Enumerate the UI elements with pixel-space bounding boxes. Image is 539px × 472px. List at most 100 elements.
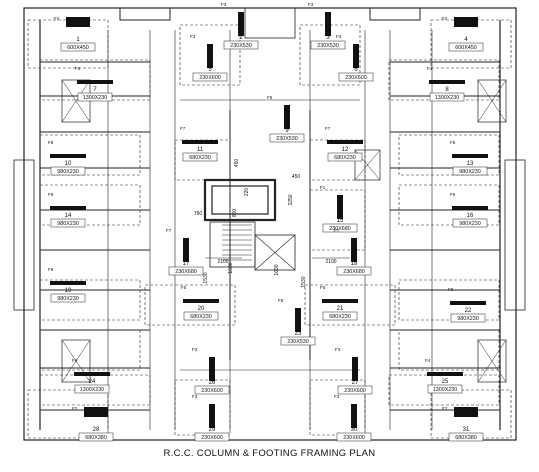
wall-line (254, 234, 296, 271)
column-mark (66, 17, 90, 27)
size-box (280, 336, 316, 346)
dimension-label: 3250 (288, 194, 294, 205)
wall-line (61, 339, 91, 383)
outline-rect (244, 7, 296, 39)
drawing-title: R.C.C. COLUMN & FOOTING FRAMING PLAN (163, 448, 376, 459)
column-number: 5 (208, 67, 212, 73)
dimension-label: 800 (232, 209, 238, 218)
column-size: 980X230 (459, 169, 481, 175)
column-size: 230X600 (201, 435, 223, 441)
column-mark (183, 299, 219, 303)
column-mark (209, 404, 215, 428)
column-size: 230X600 (345, 75, 367, 81)
size-box (429, 92, 465, 102)
size-box (269, 133, 305, 143)
column-number: 29 (209, 427, 216, 433)
footing-tag: F3 (336, 34, 342, 39)
size-box (427, 384, 463, 394)
outline-rect (39, 279, 141, 321)
column-number: 26 (209, 380, 216, 386)
column-number: 13 (467, 161, 474, 167)
wall-line (477, 339, 507, 383)
footing-tag: F7 (180, 126, 186, 131)
column-mark (183, 238, 189, 262)
column-number: 24 (89, 379, 96, 385)
column-number: 23 (295, 331, 302, 337)
column-number: 30 (351, 427, 358, 433)
column-mark (295, 308, 301, 332)
column-mark (50, 206, 86, 210)
column-mark (327, 140, 363, 144)
size-box (452, 166, 488, 176)
column-number: 31 (463, 427, 470, 433)
column-size: 230X530 (276, 136, 298, 142)
footing-tag: F4 (72, 358, 78, 363)
size-box (336, 266, 372, 276)
column-mark (353, 44, 359, 68)
outline-rect (211, 185, 269, 215)
footing-tag: F7 (166, 228, 172, 233)
column-mark (238, 12, 244, 36)
footing-tag: F7 (334, 228, 340, 233)
outline-rect (39, 134, 141, 176)
column-size: 600X450 (67, 45, 89, 51)
column-size: 1300X230 (433, 387, 458, 393)
outline-rect (144, 284, 236, 326)
outline-rect (354, 149, 381, 181)
column-number: 22 (465, 308, 472, 314)
size-box (60, 42, 96, 52)
size-box (74, 384, 110, 394)
outline-rect (398, 184, 500, 226)
outline-rect (61, 339, 91, 383)
outline-rect (477, 339, 507, 383)
column-size: 980X230 (57, 169, 79, 175)
size-box (78, 432, 114, 442)
size-box (194, 432, 230, 442)
column-number: 15 (337, 218, 344, 224)
column-size: 230X600 (344, 388, 366, 394)
column-mark (352, 357, 358, 381)
column-size: 680X380 (85, 435, 107, 441)
size-box (310, 40, 346, 50)
column-size: 230X680 (343, 269, 365, 275)
footing-tag: F2 (442, 406, 448, 411)
size-box (450, 313, 486, 323)
column-mark (351, 404, 357, 428)
column-size: 980X230 (457, 316, 479, 322)
column-size: 680X230 (190, 314, 212, 320)
column-number: 12 (342, 147, 349, 153)
column-size: 980X230 (57, 221, 79, 227)
column-size: 1300X230 (80, 387, 105, 393)
column-footings: F21600X450F32230X530F33230X530F24600X450… (48, 2, 488, 442)
size-box (183, 311, 219, 321)
column-number: 21 (337, 306, 344, 312)
dimension-label: 450 (234, 159, 240, 168)
size-box (50, 293, 86, 303)
footing-tag: F4 (75, 66, 81, 71)
outline-rect (203, 178, 277, 222)
size-box (338, 72, 374, 82)
column-number: 3 (326, 35, 330, 41)
outline-rect (309, 189, 366, 251)
outline-rect (477, 79, 507, 123)
column-number: 6 (354, 67, 358, 73)
footing-tag: F3 (190, 34, 196, 39)
column-mark (50, 281, 86, 285)
footing-tag: F3 (192, 347, 198, 352)
dimension-label: 450 (292, 174, 301, 180)
column-mark (450, 301, 486, 305)
column-mark (84, 407, 108, 417)
size-box (448, 432, 484, 442)
